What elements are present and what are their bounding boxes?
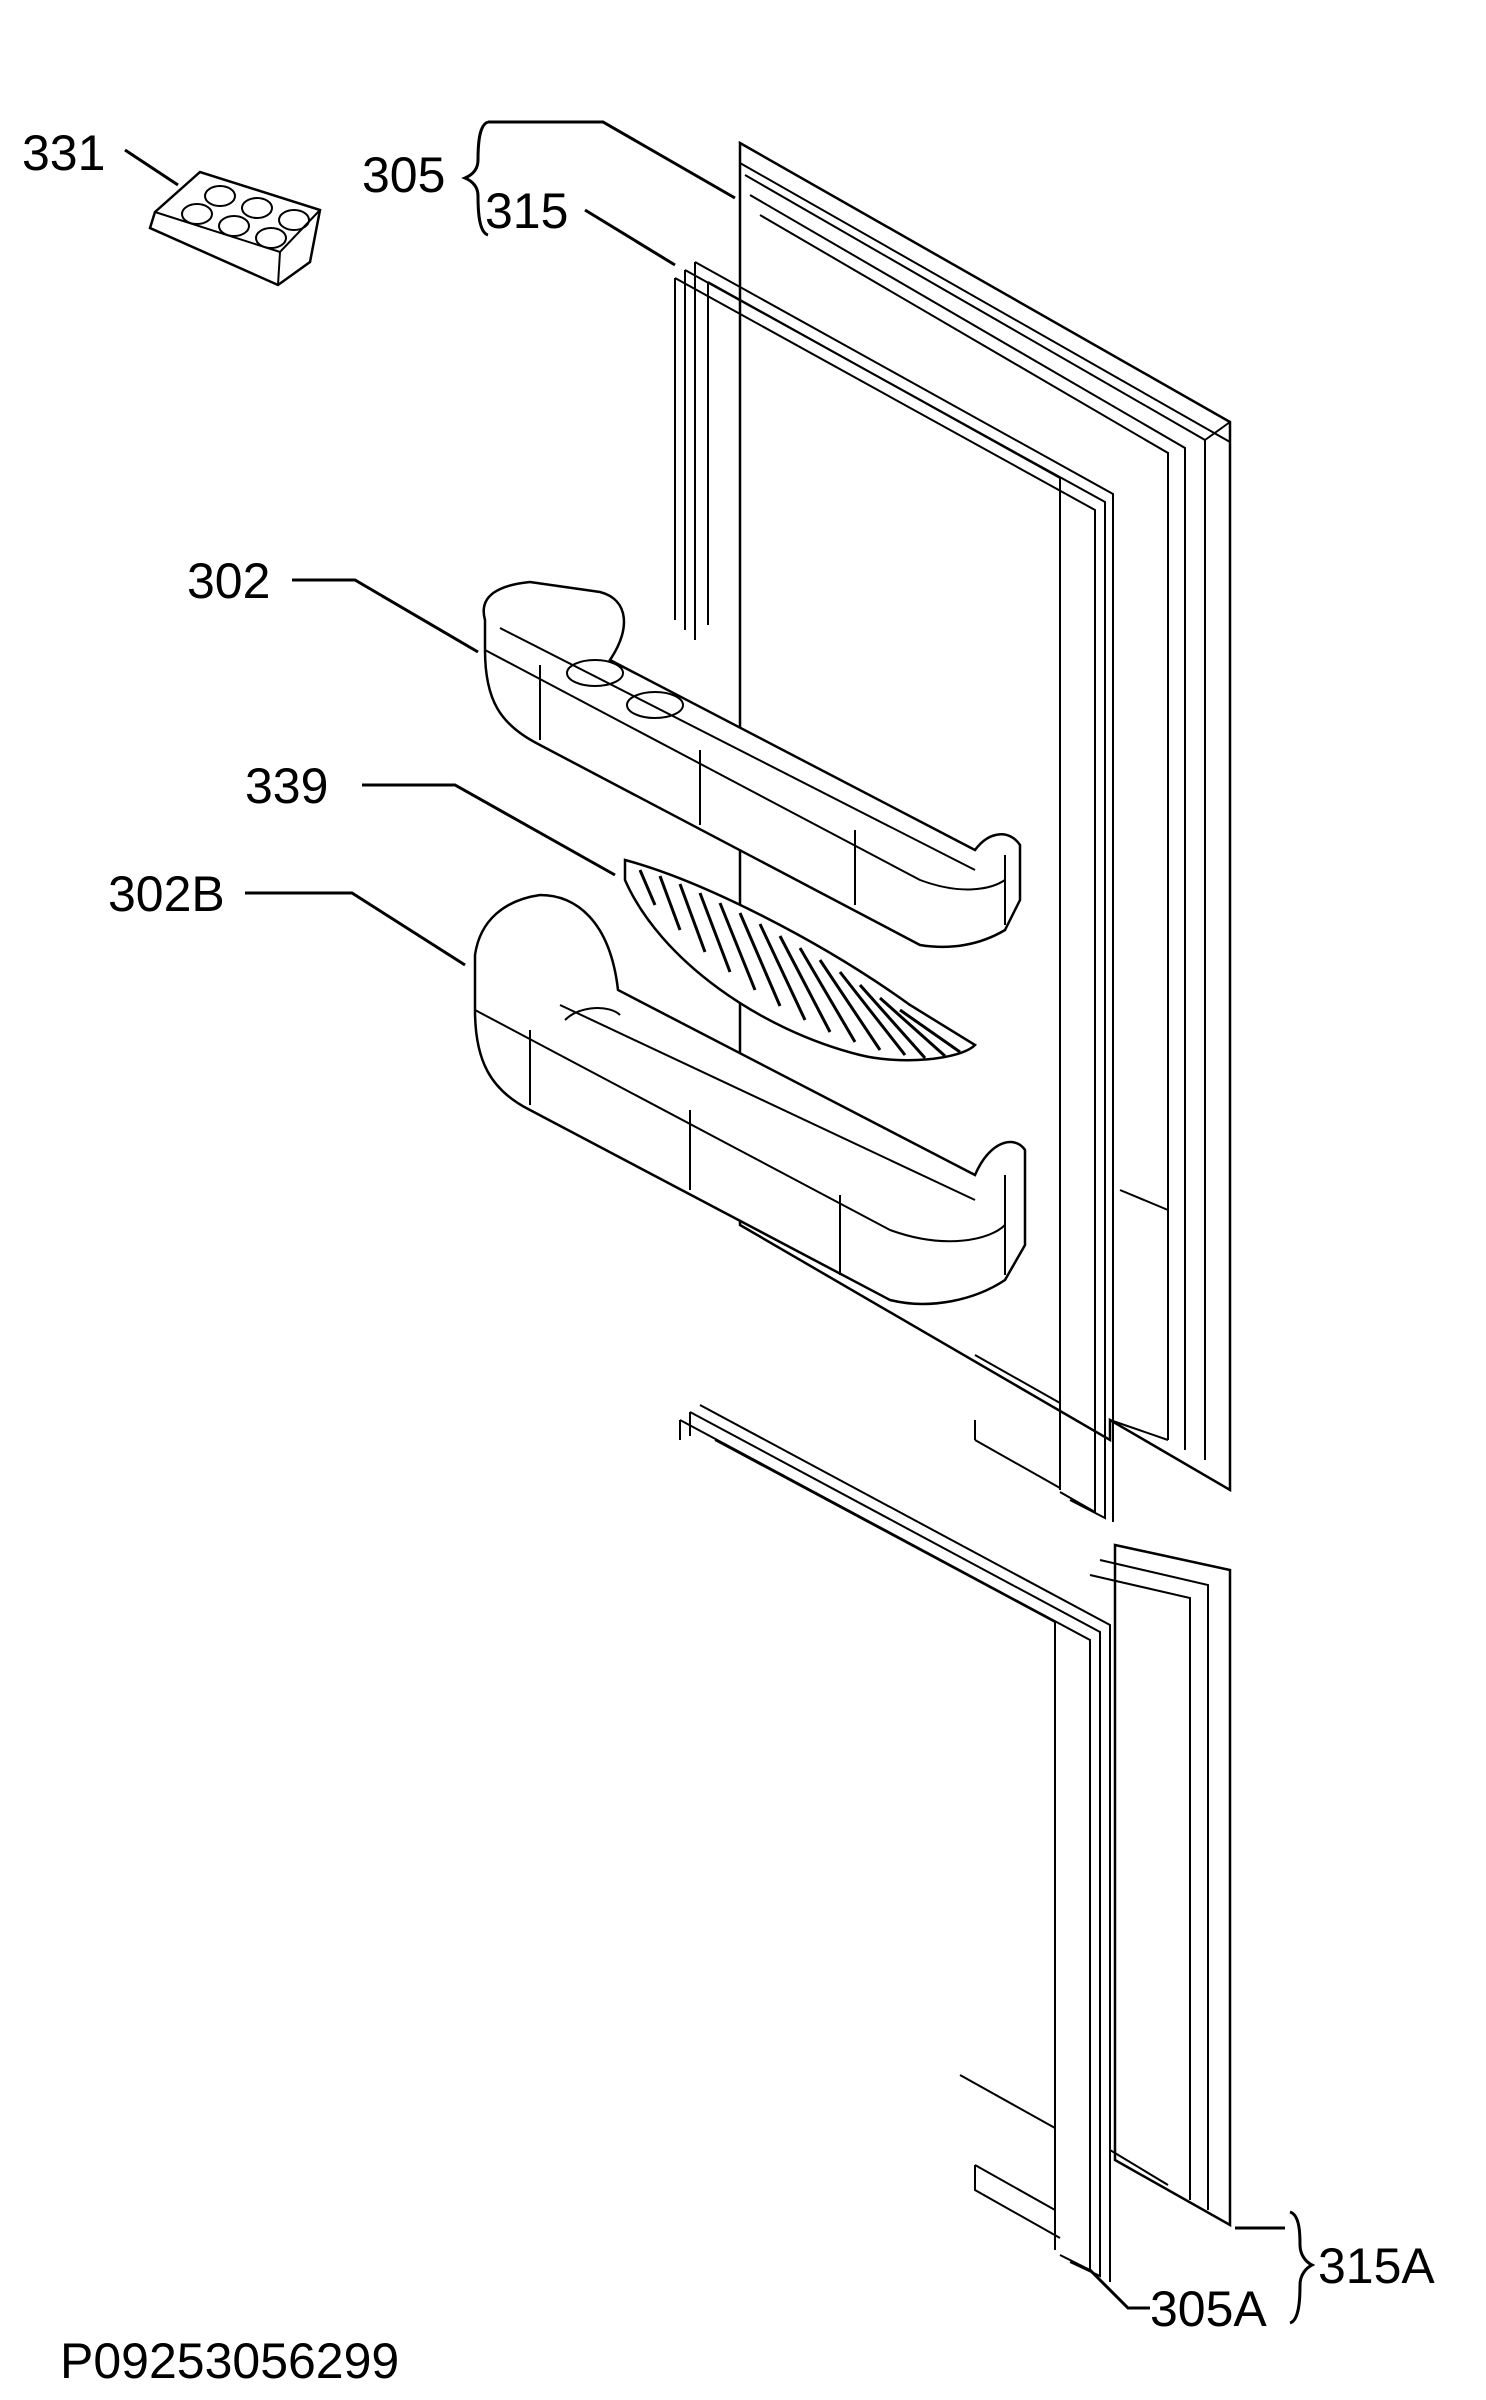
leader-lines xyxy=(124,120,1316,2325)
door-shelf-302 xyxy=(482,580,1022,949)
lower-door-305a xyxy=(1089,1189,1232,2228)
door-shelf-302b xyxy=(473,893,1027,1306)
lower-gasket-315a xyxy=(679,1404,1111,2282)
label-302: 302 xyxy=(187,553,270,609)
drawing-code: P09253056299 xyxy=(60,2333,399,2389)
label-315a: 315A xyxy=(1318,2238,1435,2294)
egg-tray-331 xyxy=(148,170,322,287)
label-315: 315 xyxy=(485,183,568,239)
label-305a: 305A xyxy=(1150,2281,1267,2337)
label-339: 339 xyxy=(245,758,328,814)
label-302b: 302B xyxy=(108,866,225,922)
label-331: 331 xyxy=(22,125,105,181)
label-305: 305 xyxy=(362,147,445,203)
upper-gasket-315 xyxy=(674,261,1114,1522)
divider-339 xyxy=(623,858,978,1062)
